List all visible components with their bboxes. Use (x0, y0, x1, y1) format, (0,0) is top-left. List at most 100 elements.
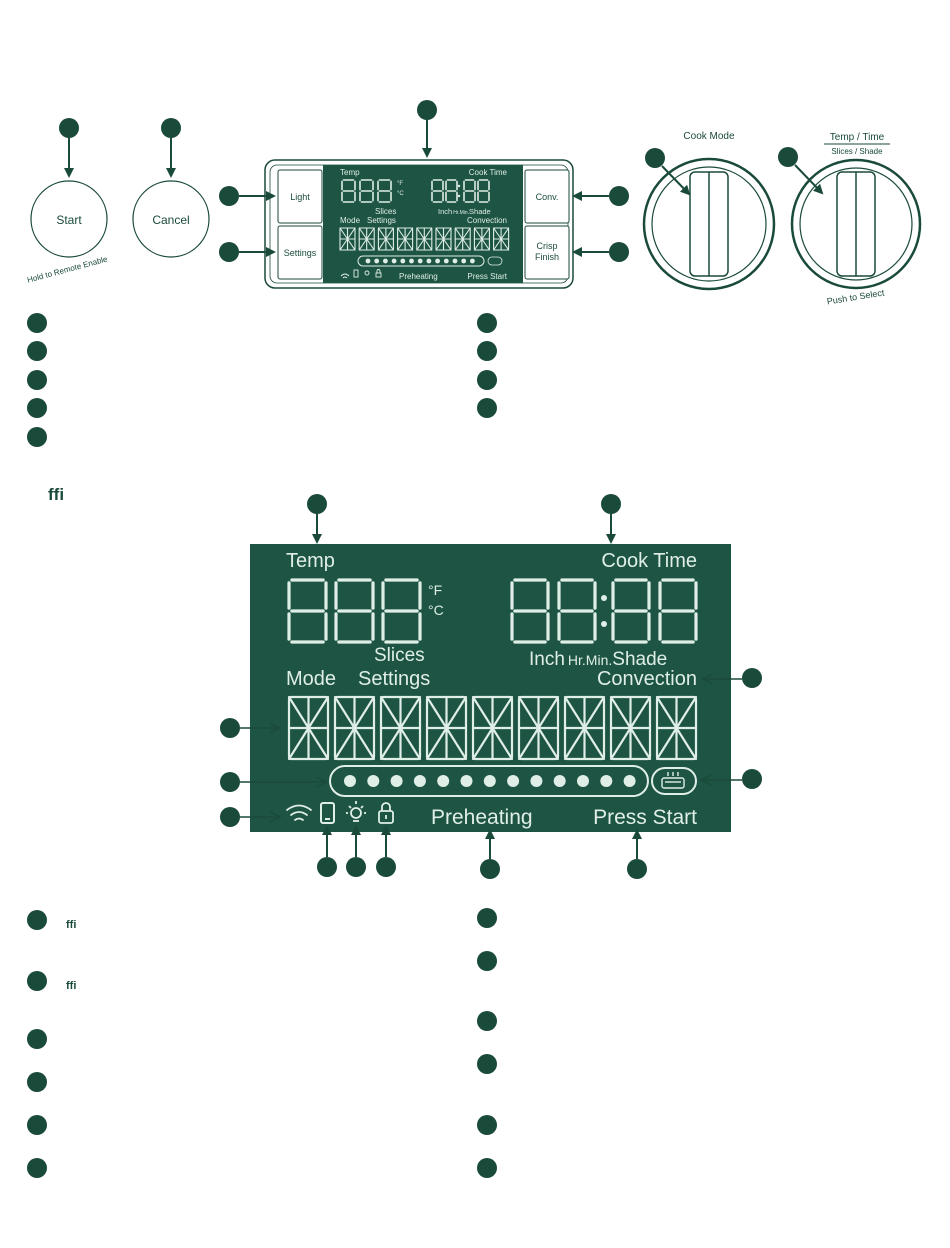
light-button[interactable] (277, 169, 323, 224)
time-digit (611, 578, 651, 644)
remote-enable-caption: Hold to Remote Enable (26, 254, 109, 284)
legend-dot (27, 1072, 47, 1092)
progress-dot (344, 775, 356, 787)
settings-button[interactable] (277, 225, 323, 280)
small-progress-dot (383, 258, 388, 264)
callout-dot (742, 668, 762, 688)
small-press-start-label: Press Start (467, 272, 507, 281)
convection-label: Convection (597, 668, 697, 690)
legend-dot (27, 370, 47, 390)
small-alpha-digit (454, 227, 471, 251)
small-progress-dot (391, 258, 397, 264)
settings-label: Settings (284, 248, 317, 258)
alpha-digit (471, 695, 514, 761)
small-alpha-digit (473, 227, 490, 251)
callout-dot (609, 242, 629, 262)
legend-dot (477, 908, 497, 928)
temp-time-knob[interactable] (790, 158, 922, 290)
cancel-button[interactable] (132, 180, 210, 258)
callout-dot (161, 118, 181, 138)
small-progress-dots (365, 258, 475, 264)
press-start-label: Press Start (593, 806, 697, 829)
callout-dot (742, 769, 762, 789)
small-cooktime-label: Cook Time (469, 168, 508, 177)
colon-dot (601, 621, 607, 627)
legend-dot (27, 1029, 47, 1049)
legend-dot (477, 1011, 497, 1031)
push-to-select-caption: Push to Select (826, 287, 885, 306)
small-convection-label: Convection (467, 216, 507, 225)
legend-dot (477, 398, 497, 418)
small-slices-label: Slices (375, 207, 396, 216)
conv-button[interactable] (524, 169, 570, 224)
callout-dot (480, 859, 500, 879)
small-alpha-digit (358, 227, 375, 251)
small-phone-icon (353, 269, 359, 278)
small-toast-icon (487, 256, 503, 266)
alpha-digit (379, 695, 422, 761)
alpha-digit (655, 695, 698, 761)
callout-dot (346, 857, 366, 877)
legend-dot (477, 341, 497, 361)
time-digit (658, 578, 698, 644)
callout-dot (417, 100, 437, 120)
legend-dot (477, 370, 497, 390)
small-progress-dot (461, 258, 467, 264)
legend-ligature-2: ffi (66, 980, 76, 992)
callout-dot (645, 148, 665, 168)
alpha-digit (333, 695, 376, 761)
small-temp-label: Temp (340, 168, 360, 177)
unit-c-label: °C (428, 602, 444, 618)
progress-dot (577, 775, 589, 787)
legend-dot (477, 1158, 497, 1178)
wifi-icon (286, 804, 312, 821)
progress-dot (483, 775, 496, 787)
small-time-digit (431, 179, 444, 203)
cook-mode-knob[interactable] (642, 157, 776, 291)
temp-digit (334, 578, 375, 644)
crisp-label: Crisp (536, 241, 557, 251)
time-digit (557, 578, 597, 644)
small-alpha-digit (377, 227, 394, 251)
temp-digit (287, 578, 328, 644)
small-unit-f: °F (397, 181, 403, 187)
cook-time-label: Cook Time (601, 550, 697, 572)
small-alpha-digit (339, 227, 356, 251)
alpha-digit (563, 695, 606, 761)
slices-label: Slices (374, 645, 425, 666)
small-progress-track (357, 255, 485, 267)
small-progress-dot (470, 258, 475, 264)
cancel-label: Cancel (152, 213, 189, 227)
callout-dot (376, 857, 396, 877)
legend-dot (27, 427, 47, 447)
start-button[interactable] (30, 180, 108, 258)
alpha-digit (287, 695, 330, 761)
small-temp-digit (359, 179, 374, 203)
small-lock-icon (375, 272, 382, 278)
small-wifi-icon (340, 273, 350, 279)
legend-dot (27, 971, 47, 991)
alpha-digit (609, 695, 652, 761)
small-progress-dot (374, 258, 380, 264)
progress-dot (413, 775, 426, 787)
small-progress-dot (435, 258, 440, 264)
small-bulb-icon (364, 270, 370, 276)
crisp-finish-button[interactable] (524, 225, 570, 280)
callout-dot (778, 147, 798, 167)
progress-dot (460, 775, 473, 787)
legend-dot (27, 313, 47, 333)
legend-dot (27, 910, 47, 930)
small-settings-label: Settings (367, 216, 396, 225)
small-alpha-digit (435, 227, 452, 251)
small-time-digit (463, 179, 476, 203)
time-digit (510, 578, 550, 644)
unit-f-label: °F (428, 582, 442, 598)
callout-dot (219, 242, 239, 262)
colon-dot (601, 595, 607, 601)
small-time-digit (477, 179, 490, 203)
legend-dot (477, 1054, 497, 1074)
small-progress-dot (365, 258, 371, 264)
small-colon-dot (457, 194, 461, 198)
small-inch-label: InchHr.Min.Shade (438, 207, 491, 216)
